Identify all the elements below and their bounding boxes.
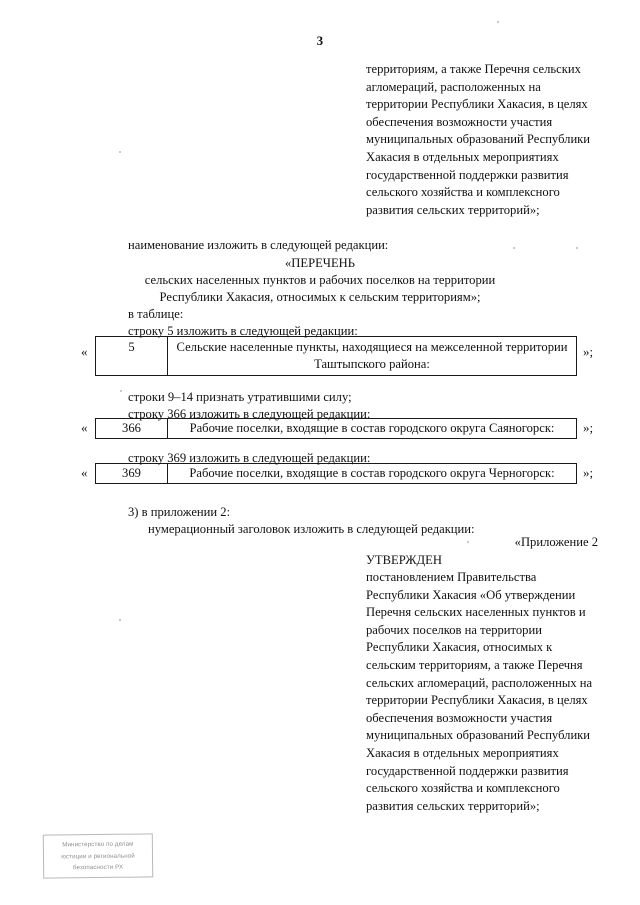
line-naimenovanie: наименование изложить в следующей редакц… bbox=[128, 238, 389, 252]
approved-block-paragraph: постановлением Правительства Республики … bbox=[366, 570, 593, 813]
line-stroku-366: строку 366 изложить в следующей редакции… bbox=[128, 407, 371, 421]
table-row-369: 369 Рабочие поселки, входящие в состав г… bbox=[95, 463, 577, 484]
scan-speck bbox=[120, 390, 122, 392]
heading-line-2: сельских населенных пунктов и рабочих по… bbox=[144, 273, 496, 287]
ministry-stamp: Министерство по делам юстиции и регионал… bbox=[42, 833, 154, 879]
line-stroku-369: строку 369 изложить в следующей редакции… bbox=[128, 451, 371, 465]
quote-open-mark-row5: « bbox=[81, 344, 88, 359]
row-5-number: 5 bbox=[95, 336, 168, 376]
stamp-line-1: Министерство по делам bbox=[62, 840, 134, 849]
quote-close-mark-row369: »; bbox=[583, 465, 594, 480]
heading-perechen: «ПЕРЕЧЕНЬ bbox=[285, 256, 355, 270]
appendix-label: «Приложение 2 bbox=[514, 535, 598, 549]
scan-speck bbox=[553, 67, 555, 69]
scan-speck bbox=[576, 247, 578, 249]
approved-word: УТВЕРЖДЕН bbox=[366, 553, 442, 567]
table-row: 366 Рабочие поселки, входящие в состав г… bbox=[95, 418, 577, 439]
quote-close-mark-row366: »; bbox=[583, 420, 594, 435]
top-continuation-paragraph: территориям, а также Перечня сельских аг… bbox=[366, 62, 591, 217]
quote-open-mark-row369: « bbox=[81, 465, 88, 480]
table-row: 5 Сельские населенные пункты, находящиес… bbox=[95, 336, 577, 376]
quoted-table-row-5: « 5 Сельские населенные пункты, находящи… bbox=[81, 336, 593, 376]
quoted-table-row-366: « 366 Рабочие поселки, входящие в состав… bbox=[81, 418, 593, 439]
line-numeration: нумерационный заголовок изложить в следу… bbox=[148, 522, 475, 536]
row-366-number: 366 bbox=[95, 418, 168, 439]
line-item-3: 3) в приложении 2: bbox=[128, 505, 231, 519]
scan-speck bbox=[119, 619, 121, 621]
line-v-tablice: в таблице: bbox=[128, 307, 184, 321]
row-369-number: 369 bbox=[95, 463, 168, 484]
quote-close-mark-row5: »; bbox=[583, 344, 594, 359]
table-row: 369 Рабочие поселки, входящие в состав г… bbox=[95, 463, 577, 484]
stamp-line-3: безопасности РХ bbox=[72, 863, 124, 872]
quoted-table-row-369: « 369 Рабочие поселки, входящие в состав… bbox=[81, 463, 593, 484]
line-stroku-5: строку 5 изложить в следующей редакции: bbox=[128, 324, 358, 338]
table-row-5: 5 Сельские населенные пункты, находящиес… bbox=[95, 336, 577, 376]
row-369-description: Рабочие поселки, входящие в состав город… bbox=[167, 463, 577, 484]
row-5-description: Сельские населенные пункты, находящиеся … bbox=[167, 336, 577, 376]
row-366-description: Рабочие поселки, входящие в состав город… bbox=[167, 418, 577, 439]
quote-open-mark-row366: « bbox=[81, 420, 88, 435]
scan-speck bbox=[467, 541, 469, 543]
table-row-366: 366 Рабочие поселки, входящие в состав г… bbox=[95, 418, 577, 439]
line-stroki-9-14: строки 9–14 признать утратившими силу; bbox=[128, 390, 352, 404]
scan-speck bbox=[497, 21, 499, 23]
heading-line-3: Республики Хакасия, относимых к сельским… bbox=[159, 290, 481, 304]
scan-speck bbox=[119, 151, 121, 153]
scan-speck bbox=[513, 247, 515, 249]
page-number: 3 bbox=[316, 33, 324, 48]
